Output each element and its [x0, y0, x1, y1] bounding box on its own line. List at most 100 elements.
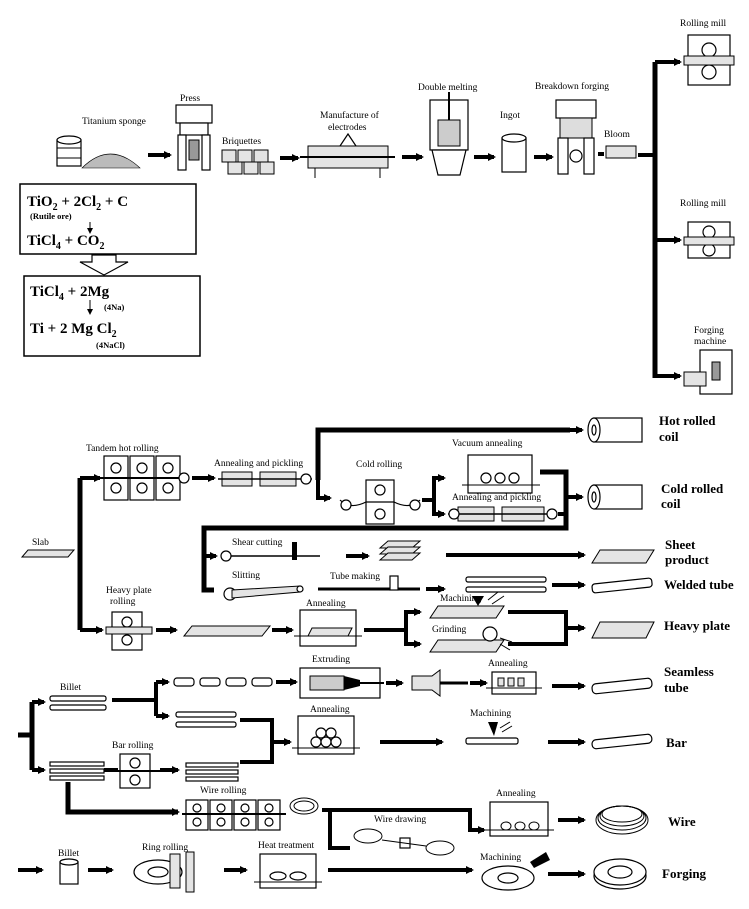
grinding-icon: [429, 626, 513, 653]
billet-bars-icon: [49, 695, 107, 711]
tandem-hot-rolling-label: Tandem hot rolling: [86, 444, 159, 454]
briquettes-label: Briquettes: [222, 137, 261, 147]
sheet-product-icon: [591, 549, 655, 564]
billet-1-label: Billet: [60, 683, 81, 693]
forging-label: Forging: [662, 866, 707, 881]
cold-coil-loop: [201, 469, 569, 593]
bar-merge-line: [240, 718, 274, 764]
electrodes-label-1: Manufacture of: [320, 110, 380, 121]
heavy-plate-rolling-label-2: rolling: [110, 597, 136, 607]
reaction-box-1: [19, 183, 197, 255]
bar-annealing-furnace-icon: [292, 715, 360, 755]
bloom-icon: [605, 145, 637, 159]
stacked-billets-icon: [49, 761, 105, 781]
hot-rolled-coil-label-2: coil: [659, 429, 679, 444]
rolled-bars-icon: [185, 762, 239, 782]
reaction-2-reactants: TiCl4 + 2Mg: [30, 284, 110, 303]
cold-rolled-coil-label-1: Cold rolled: [661, 481, 724, 496]
electrode-press-icon: [300, 132, 395, 178]
annealing-bar-label: Annealing: [310, 705, 350, 715]
hollow-down-arrow: [79, 254, 129, 276]
annealing-plate-label: Annealing: [306, 599, 346, 609]
rolled-plate-icon: [182, 625, 272, 637]
machining-bar-label: Machining: [470, 709, 511, 719]
wire-drawing-icon: [353, 828, 455, 856]
tube-annealing-furnace-icon: [486, 671, 542, 695]
machining-forging-label: Machining: [480, 853, 521, 863]
reaction-1-reactants: TiO2 + 2Cl2 + C: [27, 194, 128, 213]
arrow: [330, 808, 486, 834]
sheet-stack-icon: [378, 540, 422, 561]
bar-machining-icon: [465, 721, 519, 745]
rolling-mill-icon: [683, 34, 735, 86]
titanium-sponge-label: Titanium sponge: [82, 117, 146, 127]
tandem-hot-rolling-icon: [100, 455, 190, 501]
slitting-label: Slitting: [232, 571, 260, 581]
wire-rolling-mill-icon: [182, 799, 286, 831]
wire-label: Wire: [668, 814, 696, 829]
ring-machining-icon: [481, 852, 550, 891]
seamless-tube-icon: [591, 677, 653, 695]
ingot-icon: [501, 133, 527, 173]
annealing-wire-label: Annealing: [496, 789, 536, 799]
slab-label: Slab: [32, 538, 49, 548]
heavy-plate-icon: [591, 621, 655, 639]
billet-2-icon: [59, 858, 79, 885]
cold-rolled-coil-icon: [587, 484, 643, 510]
annealing-pickling-line-2-icon: [448, 506, 558, 522]
plate-annealing-furnace-icon: [294, 609, 362, 647]
shear-cutting-icon: [220, 542, 320, 562]
long-products-stage: Billet Extruding: [18, 655, 714, 893]
short-billets-icon: [173, 677, 273, 687]
titanium-sponge-icon: [56, 135, 141, 169]
wire-product-icon: [595, 805, 649, 835]
ring-rolling-label: Ring rolling: [142, 843, 188, 853]
ingot-label: Ingot: [500, 111, 520, 121]
tube-making-icon: [318, 575, 420, 591]
reaction-2-products: Ti + 2 Mg Cl2: [30, 321, 117, 340]
cold-rolling-icon: [339, 479, 421, 525]
press-icon: [175, 104, 213, 171]
wire-rolling-path: [65, 782, 180, 816]
wire-annealing-furnace-icon: [484, 801, 554, 837]
rutile-ore-note: (Rutile ore): [30, 211, 72, 221]
annealing-pickling-1-label: Annealing and pickling: [214, 459, 303, 469]
breakdown-forging-label: Breakdown forging: [535, 81, 609, 92]
arrow: [404, 630, 422, 648]
flat-products-stage: Slab Tandem hot rolling Annealing and pi…: [20, 413, 734, 653]
double-melting-label: Double melting: [418, 83, 478, 93]
annealing-tube-label: Annealing: [488, 659, 528, 669]
plate-merge-line: [508, 610, 568, 646]
briquettes-icon: [221, 149, 275, 175]
annealing-pickling-line-icon: [218, 471, 312, 487]
heat-treatment-label: Heat treatment: [258, 841, 315, 851]
heavy-plate-label: Heavy plate: [664, 618, 730, 633]
wire-coil-icon: [289, 797, 319, 815]
ring-rolling-icon: [133, 851, 195, 893]
bar-rolling-label: Bar rolling: [112, 741, 154, 751]
breakdown-forging-icon: [555, 99, 597, 175]
sodium-note: (4Na): [104, 302, 124, 312]
extrusion-die-icon: [411, 669, 468, 697]
arrow: [432, 500, 446, 518]
shear-cutting-label: Shear cutting: [232, 538, 283, 548]
grinding-label: Grinding: [432, 625, 467, 635]
electrodes-label-2: electrodes: [328, 123, 367, 133]
extruding-press-icon: [299, 667, 384, 699]
vacuum-annealing-icon: [462, 454, 540, 494]
forging-machine-label-2: machine: [694, 337, 726, 347]
bloom-label: Bloom: [604, 130, 630, 140]
arrow: [316, 480, 332, 502]
sheet-product-label-2: product: [665, 552, 709, 567]
reaction-1-products: TiCl4 + CO2: [27, 233, 104, 252]
extruding-label: Extruding: [312, 655, 350, 665]
cold-rolled-coil-label-2: coil: [661, 496, 681, 511]
sodium-chloride-note: (4NaCl): [96, 340, 125, 350]
slitting-icon: [223, 585, 304, 601]
cold-rolling-label: Cold rolling: [356, 460, 402, 470]
arrow: [404, 608, 422, 630]
forging-machine-label-1: Forging: [694, 326, 724, 336]
welded-tube-label: Welded tube: [664, 577, 734, 592]
forging-machine-icon: [683, 349, 733, 395]
